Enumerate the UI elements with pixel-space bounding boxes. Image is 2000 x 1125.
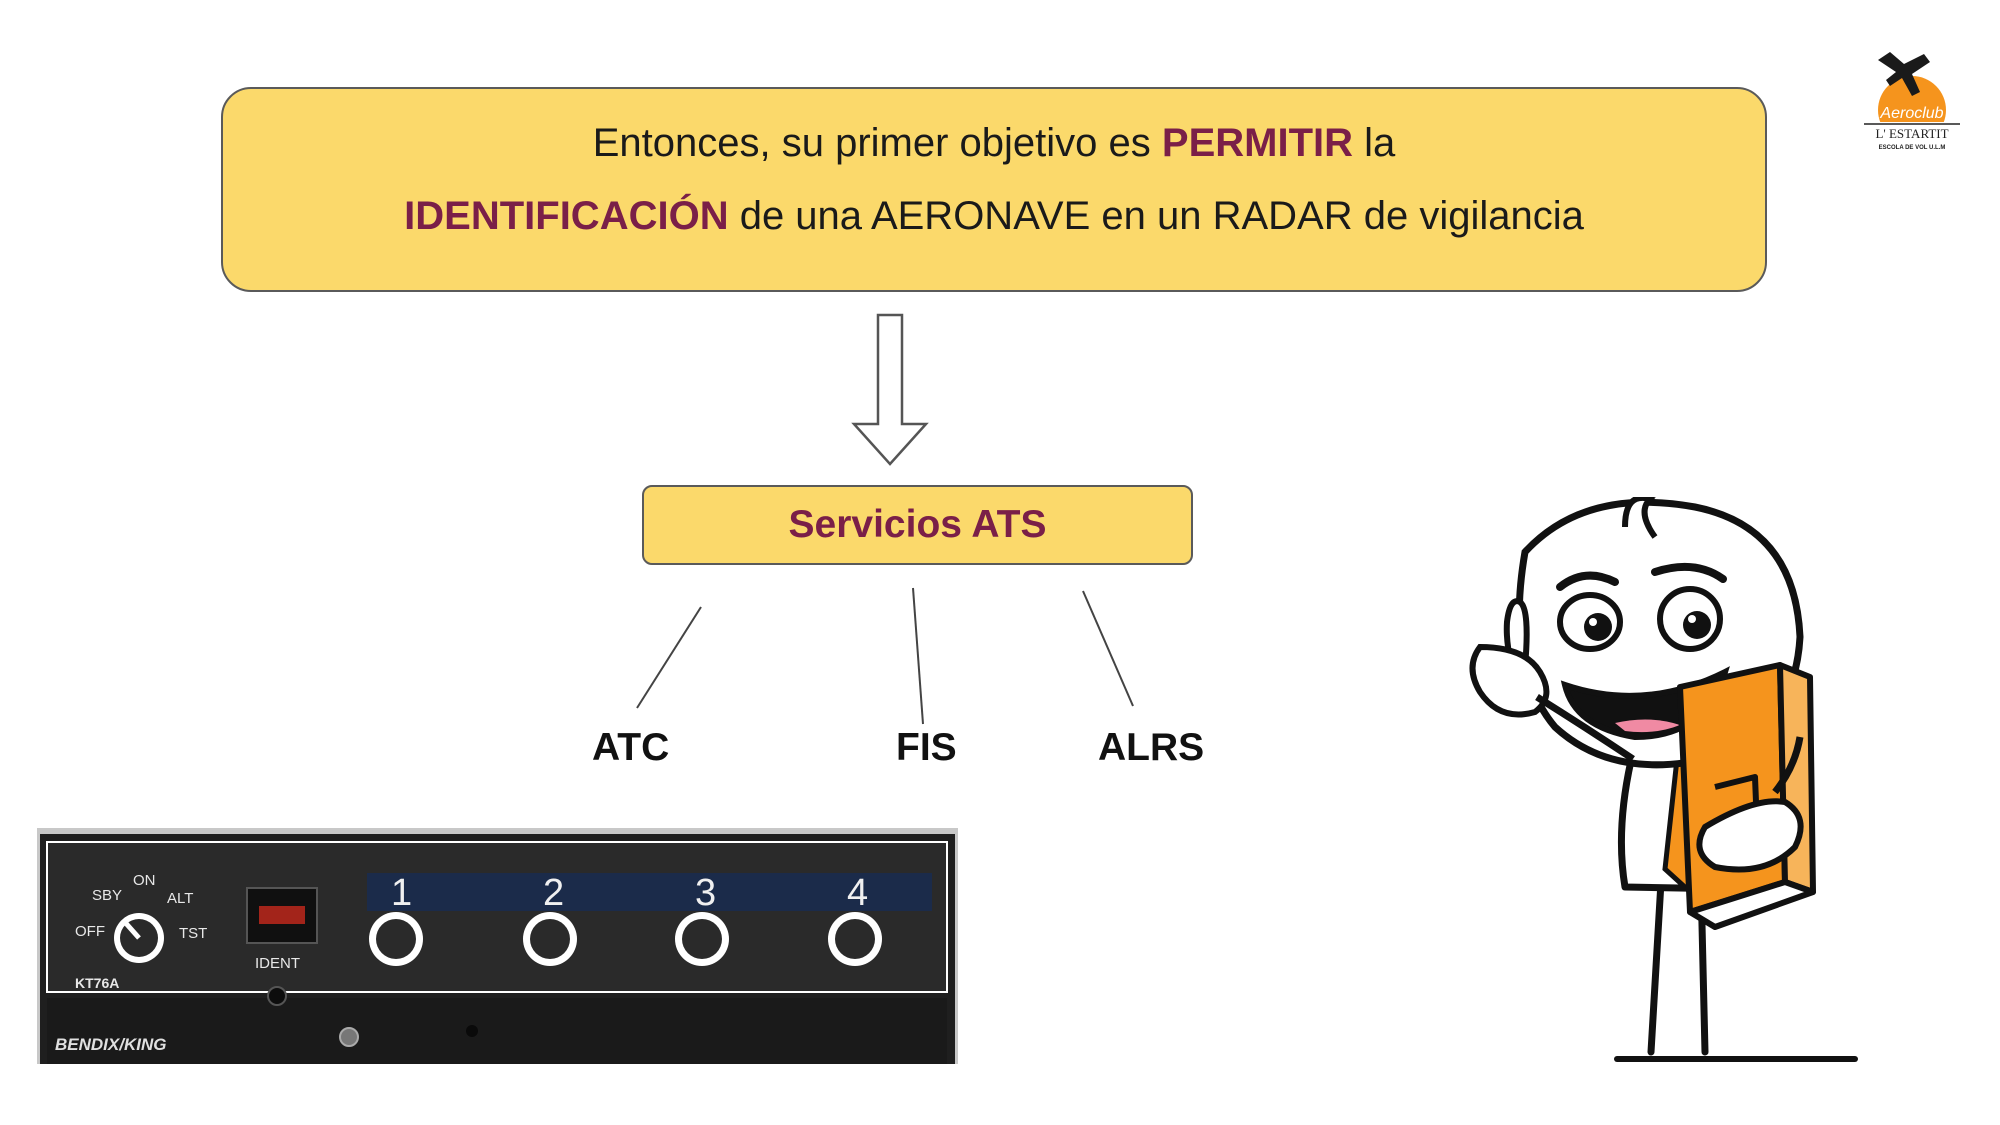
service-atc: ATC [592, 726, 670, 769]
logo-name: Aeroclub [1879, 105, 1943, 122]
branch-line-atc [636, 606, 702, 709]
ident-label: IDENT [255, 955, 300, 972]
objective-highlight-permitir: PERMITIR [1161, 121, 1354, 165]
mode-label-off: OFF [75, 923, 105, 940]
objective-text: Entonces, su primer objetivo es [592, 121, 1162, 165]
model-label: KT76A [75, 975, 119, 991]
code-display [367, 873, 932, 911]
mode-label-on: ON [133, 872, 156, 889]
ats-label: Servicios ATS [788, 503, 1047, 546]
objective-line-2: IDENTIFICACIÓN de una AERONAVE en un RAD… [223, 192, 1765, 240]
photocell [466, 1025, 478, 1037]
brand-label: BENDIX/KING [55, 1035, 166, 1054]
mode-label-alt: ALT [167, 890, 193, 907]
objective-text: de una AERONAVE en un RADAR de vigilanci… [728, 194, 1584, 238]
mode-knob[interactable] [114, 913, 164, 963]
logo-tagline: ESCOLA DE VOL U.L.M [1879, 145, 1946, 151]
logo-subtitle: L' ESTARTIT [1875, 126, 1948, 141]
service-alrs: ALRS [1098, 726, 1205, 769]
airplane-icon [1878, 52, 1930, 96]
test-screw [339, 1027, 359, 1047]
cartoon-character-illustration [1469, 497, 1858, 1062]
mode-label-sby: SBY [92, 887, 122, 904]
branch-line-alrs [1082, 590, 1134, 707]
aeroclub-logo: Aeroclub L' ESTARTIT ESCOLA DE VOL U.L.M [1860, 52, 1965, 155]
objective-highlight-identificacion: IDENTIFICACIÓN [404, 194, 729, 238]
reply-light [259, 906, 305, 924]
code-digit-1: 1 [391, 872, 412, 914]
code-digit-2: 2 [543, 872, 564, 914]
down-arrow-icon [851, 313, 929, 466]
ats-box: Servicios ATS [642, 485, 1193, 565]
code-digit-4: 4 [847, 872, 868, 914]
service-fis: FIS [896, 726, 957, 769]
ident-button[interactable] [267, 986, 287, 1006]
mode-label-tst: TST [179, 925, 207, 942]
objective-box: Entonces, su primer objetivo es PERMITIR… [221, 87, 1767, 292]
code-digit-3: 3 [695, 872, 716, 914]
objective-line-1: Entonces, su primer objetivo es PERMITIR… [223, 119, 1765, 167]
transponder-panel: SBY ON ALT OFF TST IDENT 1 2 3 4 KT76A B… [37, 828, 958, 1064]
branch-line-fis [912, 587, 924, 725]
objective-text: la [1353, 121, 1396, 165]
